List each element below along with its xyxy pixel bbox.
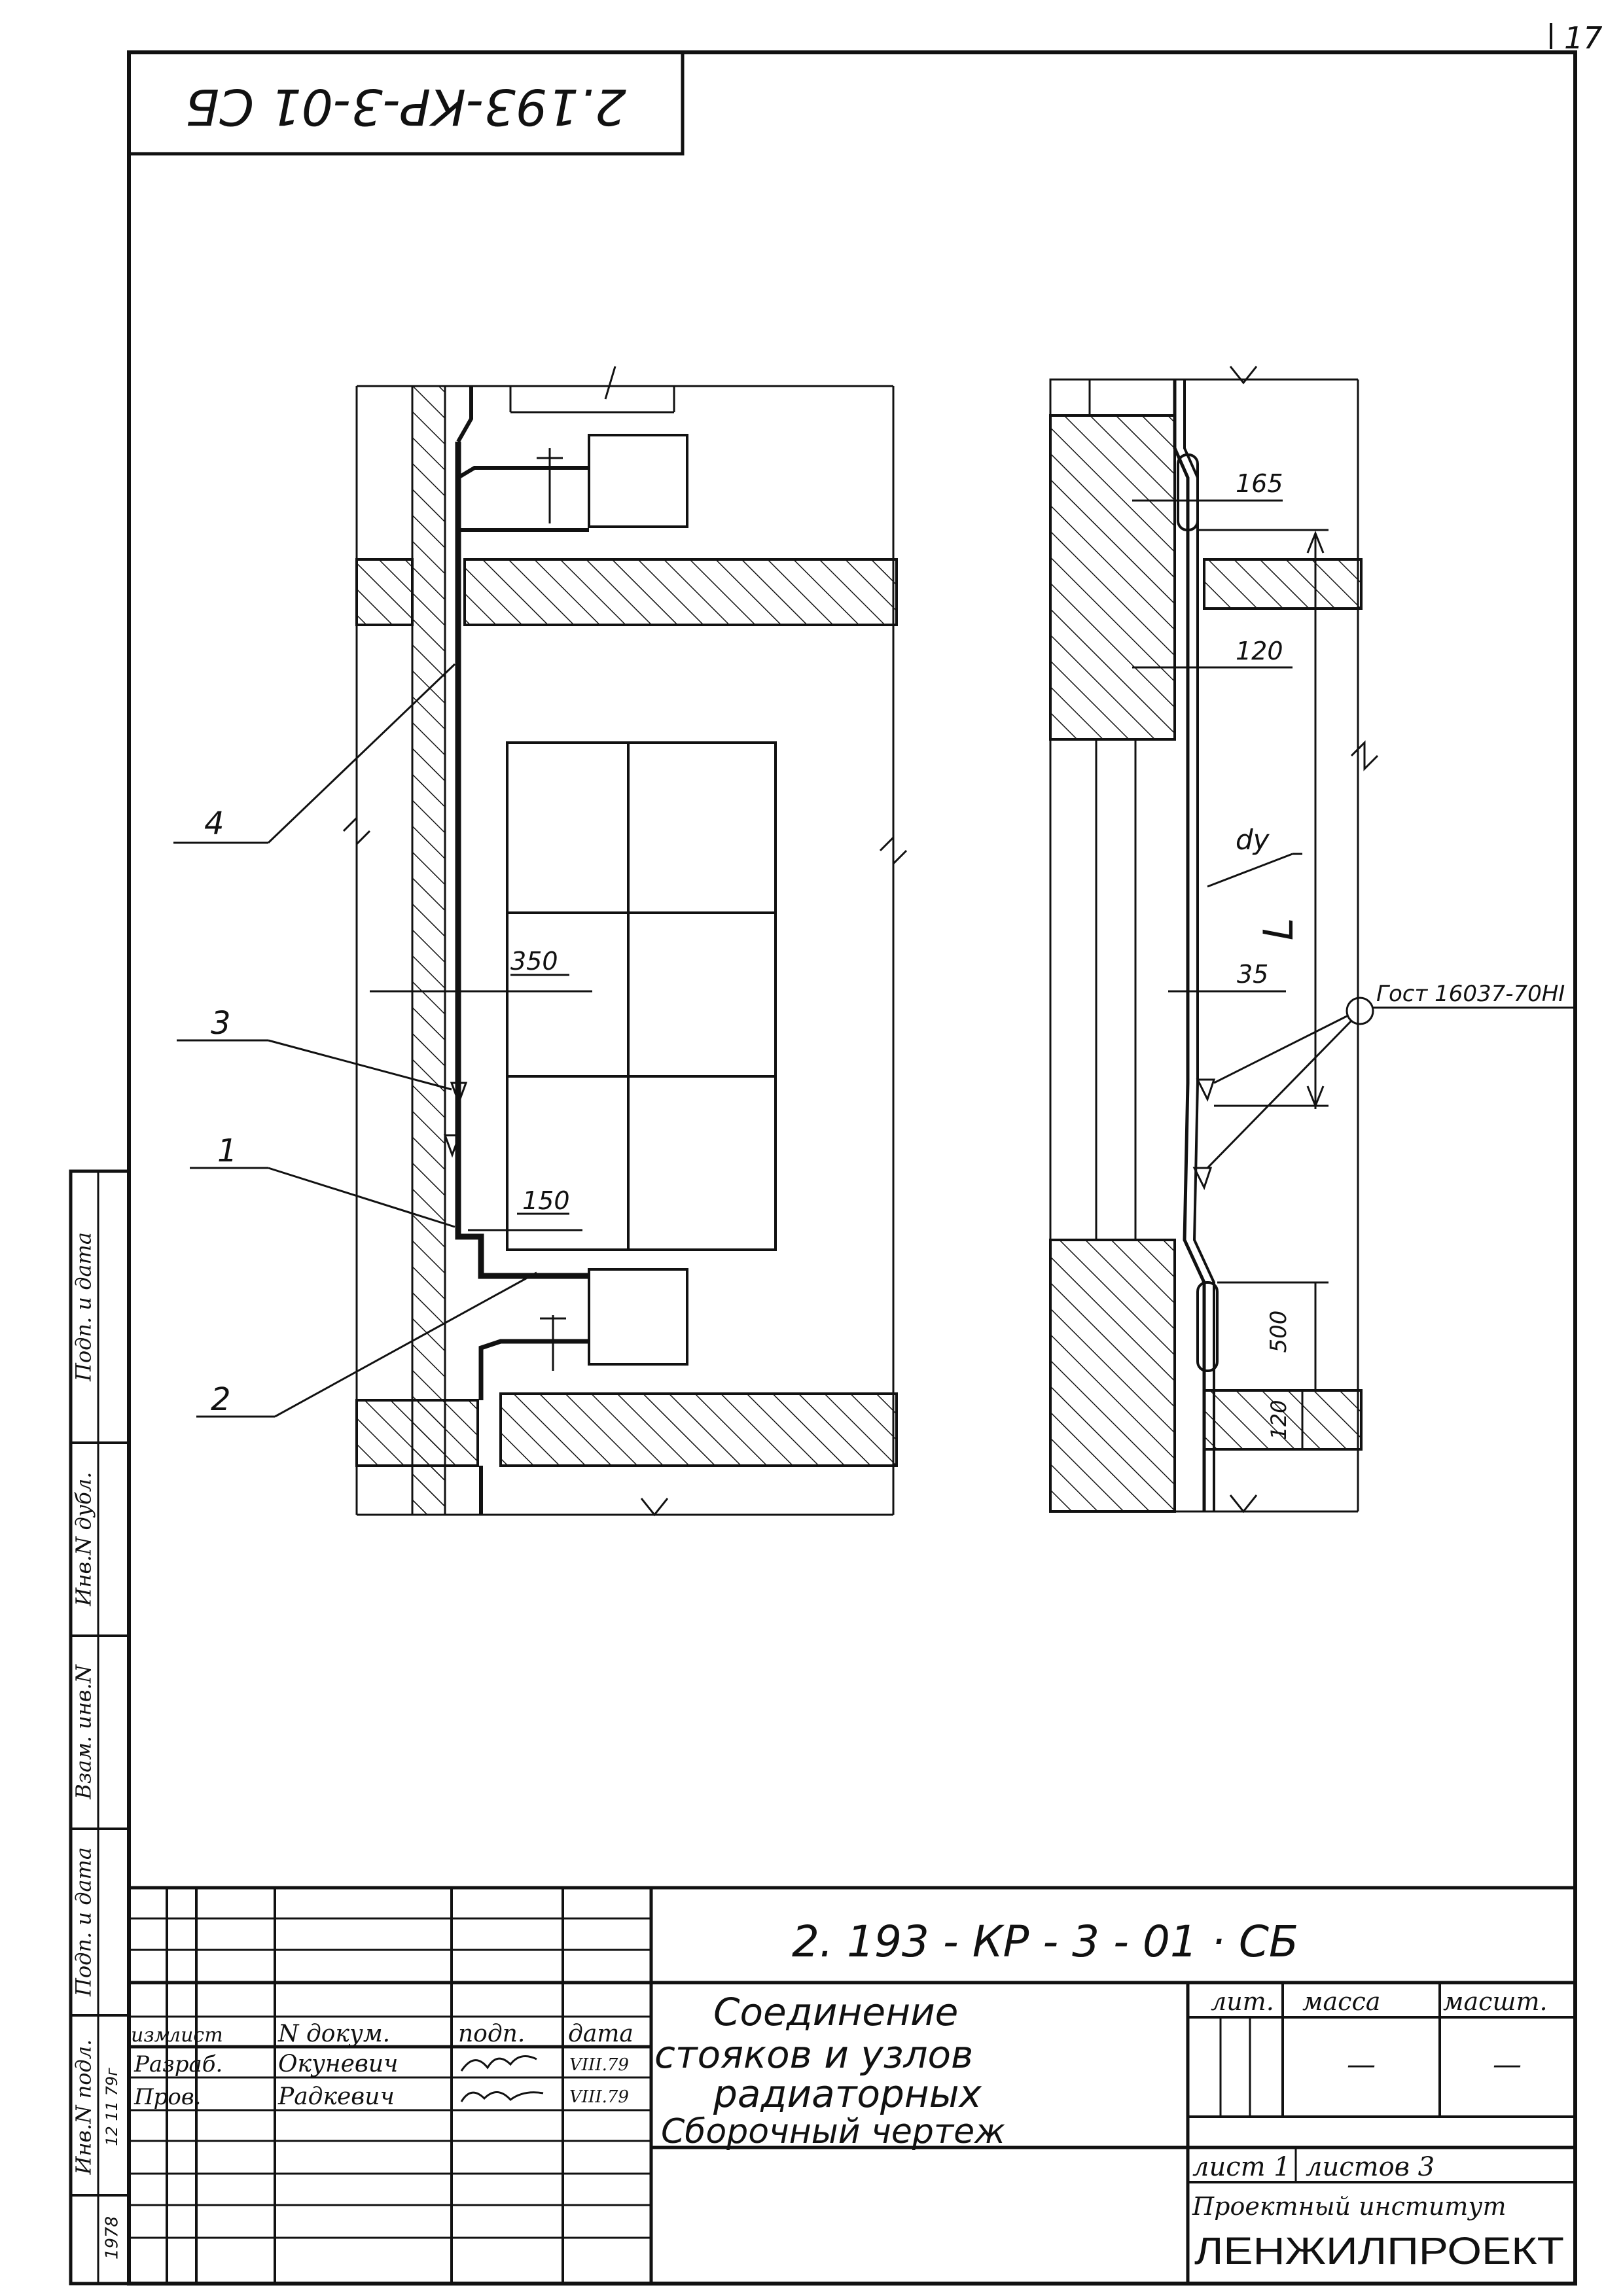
dim-L: L bbox=[1255, 918, 1302, 941]
row2-name: Радкевич bbox=[277, 2083, 395, 2110]
dim-165: 165 bbox=[1236, 469, 1283, 498]
title-block bbox=[129, 1886, 1575, 2284]
row2-role: Пров. bbox=[134, 2084, 201, 2110]
row1-role: Разраб. bbox=[134, 2051, 223, 2077]
callout-1: 1 bbox=[217, 1133, 238, 1169]
title-line-4: Сборочный чертеж bbox=[661, 2112, 1005, 2151]
dim-dy: dy bbox=[1236, 824, 1270, 856]
side-strip-field-2: Подп. и дата bbox=[71, 1847, 96, 1997]
hdr-izm: изм bbox=[131, 2024, 171, 2047]
callout-4: 4 bbox=[204, 805, 224, 842]
side-strip-field-3: Взам. инв.N bbox=[71, 1664, 96, 1799]
hdr-list: лист bbox=[168, 2024, 223, 2047]
sheet-border bbox=[127, 50, 1577, 2286]
dim-120-bottom: 120 bbox=[1266, 1400, 1291, 1439]
side-strip-field-4: Инв.N дубл. bbox=[71, 1472, 96, 1607]
sheets-total: листов 3 bbox=[1306, 2152, 1435, 2182]
side-strip-field-5: Подп. и дата bbox=[71, 1232, 96, 1382]
masshtab-label: масшт. bbox=[1443, 1987, 1548, 2016]
handwritten-inv: 1978 bbox=[103, 2216, 122, 2259]
row2-date: VIII.79 bbox=[569, 2087, 629, 2107]
dim-120: 120 bbox=[1236, 637, 1283, 665]
row1-date: VIII.79 bbox=[569, 2055, 629, 2075]
lit-label: лит. bbox=[1211, 1987, 1274, 2016]
side-strip-field-1: Инв.N подл. bbox=[71, 2040, 96, 2176]
title-line-3: радиаторных bbox=[713, 2072, 982, 2116]
title-line-1: Соединение bbox=[713, 1990, 958, 2034]
callout-2: 2 bbox=[211, 1381, 231, 1418]
sheet-number: 17 bbox=[1564, 20, 1603, 56]
title-line-2: стояков и узлов bbox=[654, 2032, 973, 2077]
row2-signature bbox=[460, 2091, 544, 2102]
designation: 2. 193 - КР - 3 - 01 · СБ bbox=[792, 1916, 1298, 1967]
side-strip bbox=[69, 1169, 131, 2286]
massa-value: — bbox=[1347, 2048, 1376, 2081]
handwritten-date: 12 11 79г bbox=[103, 2068, 121, 2146]
hdr-data: дата bbox=[568, 2021, 633, 2047]
hdr-ndoc: N докум. bbox=[277, 2021, 390, 2047]
dim-35: 35 bbox=[1237, 960, 1268, 989]
dim-150: 150 bbox=[522, 1186, 570, 1215]
org-line-2: ЛЕНЖИЛПРОЕКТ bbox=[1194, 2230, 1564, 2272]
hdr-podp: подп. bbox=[458, 2021, 525, 2047]
top-stamp: 2.193-КР-3-01 СБ bbox=[127, 50, 685, 156]
dim-500: 500 bbox=[1266, 1311, 1292, 1353]
right-view bbox=[1049, 366, 1575, 1513]
dim-350: 350 bbox=[510, 947, 558, 976]
callout-3: 3 bbox=[211, 1005, 231, 1042]
stamp-code-rotated: 2.193-КР-3-01 СБ bbox=[185, 78, 626, 136]
row1-name: Окуневич bbox=[278, 2051, 398, 2077]
left-view bbox=[173, 366, 908, 1517]
sheet-current: лист 1 bbox=[1192, 2152, 1291, 2182]
massa-label: масса bbox=[1302, 1987, 1380, 2016]
row1-signature bbox=[460, 2055, 537, 2072]
masshtab-value: — bbox=[1493, 2048, 1522, 2081]
standard-note: Гост 16037-70НІ bbox=[1376, 981, 1565, 1007]
org-line-1: Проектный институт bbox=[1192, 2192, 1507, 2221]
